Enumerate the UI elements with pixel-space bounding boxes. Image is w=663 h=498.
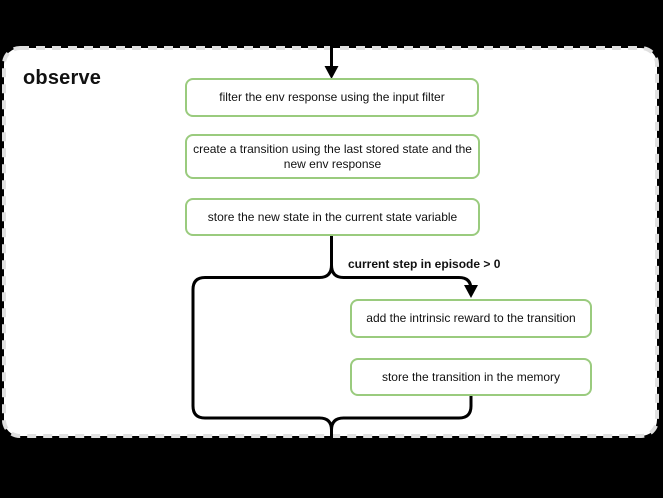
- flow-node-store-transition: store the transition in the memory: [350, 358, 592, 396]
- group-title: observe: [23, 67, 102, 89]
- flow-node-store-new-state: store the new state in the current state…: [185, 198, 480, 236]
- entry-arrowhead-down-icon: [324, 66, 339, 79]
- condition-label: current step in episode > 0: [348, 257, 501, 271]
- flow-node-create-transition: create a transition using the last store…: [185, 134, 480, 179]
- flow-node-add-intrinsic-reward: add the intrinsic reward to the transiti…: [350, 299, 592, 338]
- bypass-connector: [191, 236, 333, 446]
- condition-arrowhead-down-icon: [464, 285, 478, 298]
- flow-node-filter-env-response: filter the env response using the input …: [185, 78, 479, 117]
- merge-connector: [330, 396, 473, 431]
